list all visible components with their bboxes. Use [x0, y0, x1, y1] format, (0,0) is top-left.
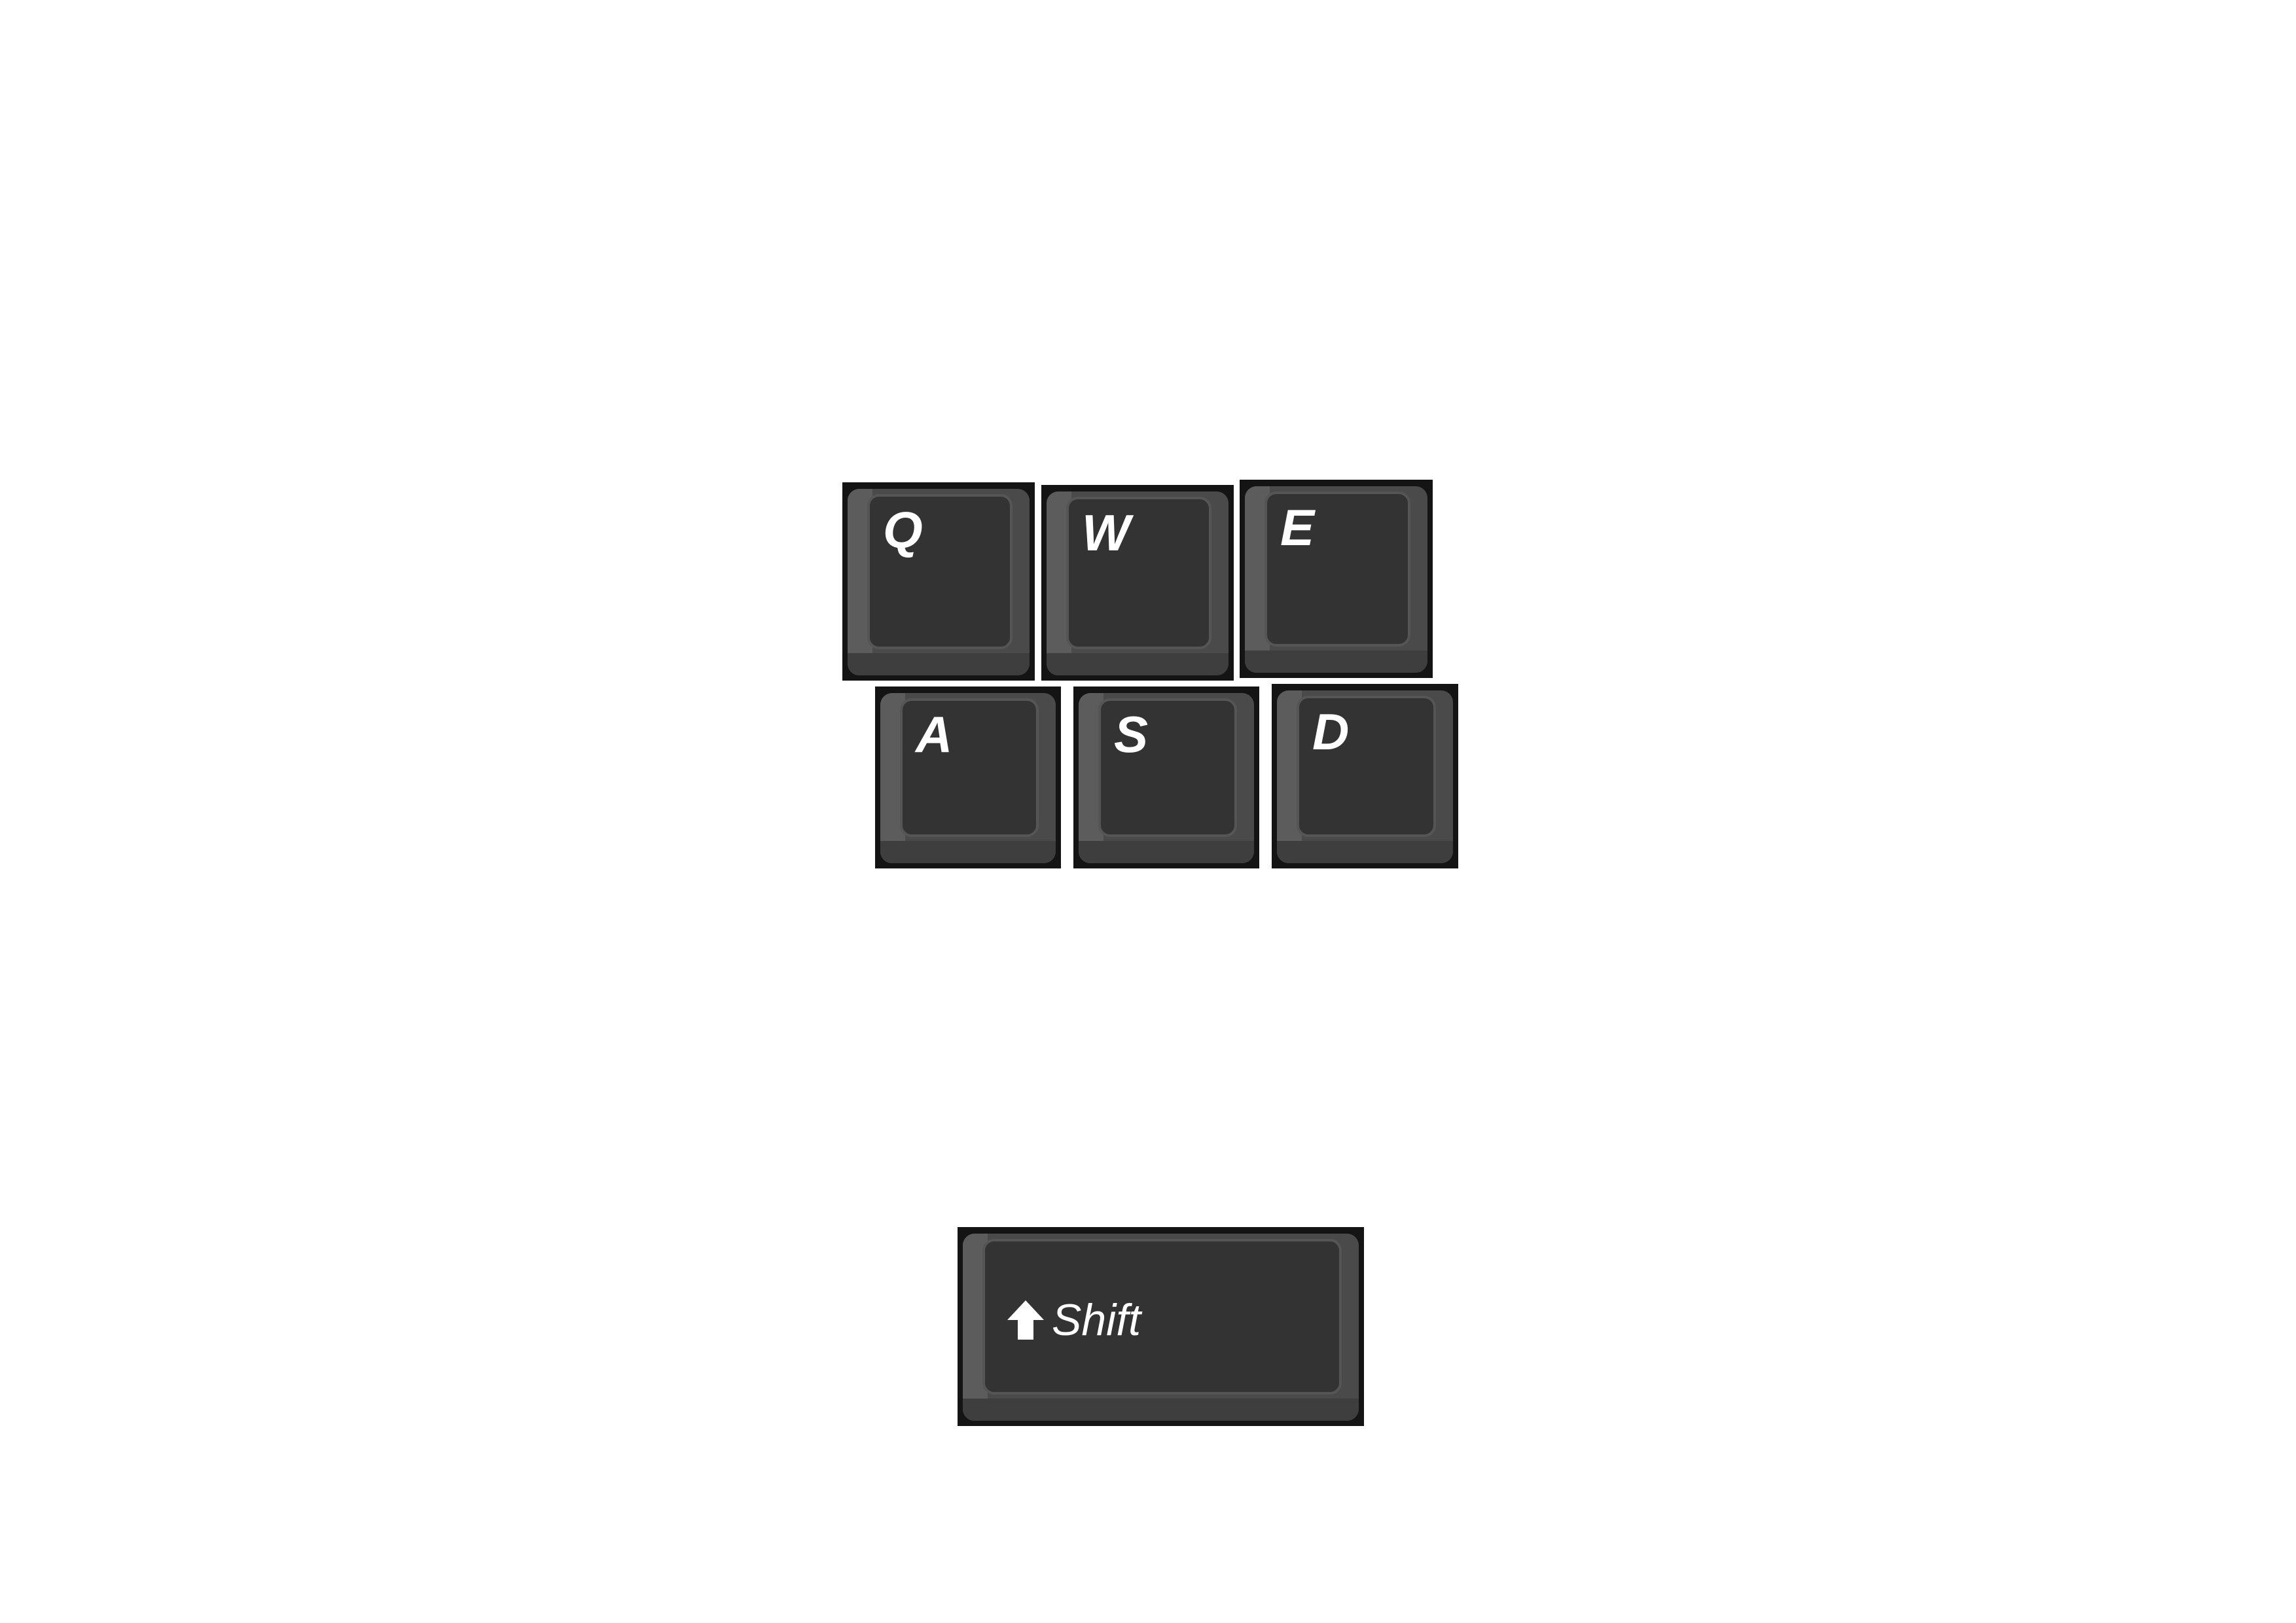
- key-s-face: [1098, 698, 1237, 837]
- key-q-label: Q: [883, 501, 923, 559]
- key-d-body: D: [1277, 690, 1453, 863]
- key-e-body: E: [1245, 486, 1427, 673]
- key-e[interactable]: E: [1240, 480, 1433, 678]
- key-w-label: W: [1082, 504, 1130, 562]
- key-shift-body: Shift: [963, 1234, 1359, 1421]
- key-a-face: [900, 698, 1039, 837]
- key-q-body: Q: [848, 489, 1030, 675]
- key-w[interactable]: W: [1041, 485, 1234, 681]
- key-q-face: [867, 494, 1013, 649]
- key-s[interactable]: S: [1073, 687, 1259, 868]
- key-a-body: A: [880, 693, 1056, 863]
- key-e-face: [1265, 491, 1410, 647]
- key-d-label: D: [1312, 703, 1350, 760]
- key-w-face: [1066, 497, 1211, 649]
- key-shift-label: Shift: [1052, 1295, 1141, 1345]
- key-a[interactable]: A: [875, 687, 1061, 868]
- key-shift[interactable]: Shift: [958, 1227, 1364, 1426]
- key-q[interactable]: Q: [842, 482, 1035, 681]
- shift-arrow-icon: [1007, 1300, 1044, 1340]
- key-w-body: W: [1047, 491, 1229, 675]
- key-a-label: A: [916, 705, 953, 763]
- key-e-label: E: [1280, 499, 1315, 556]
- key-s-label: S: [1114, 705, 1149, 763]
- key-s-body: S: [1079, 693, 1254, 863]
- key-shift-face: [982, 1239, 1342, 1395]
- key-d-face: [1297, 696, 1436, 837]
- key-d[interactable]: D: [1272, 684, 1458, 868]
